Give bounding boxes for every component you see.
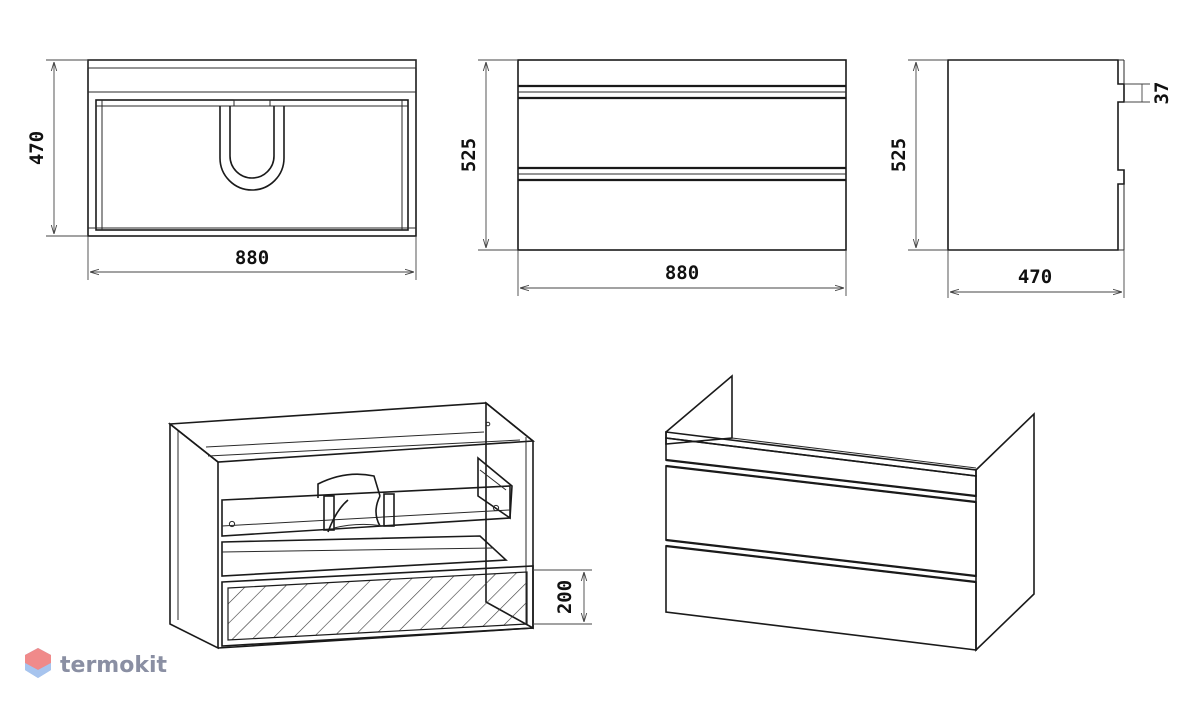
front-width-label: 880 — [665, 262, 699, 284]
front-height-label: 525 — [458, 138, 480, 172]
termokit-watermark: termokit — [25, 648, 167, 678]
isometric-open-view: 200 — [167, 401, 592, 650]
drawer-height-label: 200 — [554, 580, 576, 614]
side-view: 37 525 470 — [888, 59, 1173, 298]
top-view: 470 880 — [26, 59, 417, 280]
isometric-closed-view — [665, 374, 1035, 652]
top-depth-label: 470 — [26, 131, 48, 165]
watermark-text: termokit — [60, 653, 167, 678]
side-height-label: 525 — [888, 138, 910, 172]
siphon-cutout — [219, 106, 285, 191]
front-view: 525 880 — [458, 59, 847, 296]
top-width-label: 880 — [235, 247, 269, 269]
side-depth-label: 470 — [1018, 266, 1052, 288]
side-gap-label: 37 — [1151, 82, 1173, 105]
